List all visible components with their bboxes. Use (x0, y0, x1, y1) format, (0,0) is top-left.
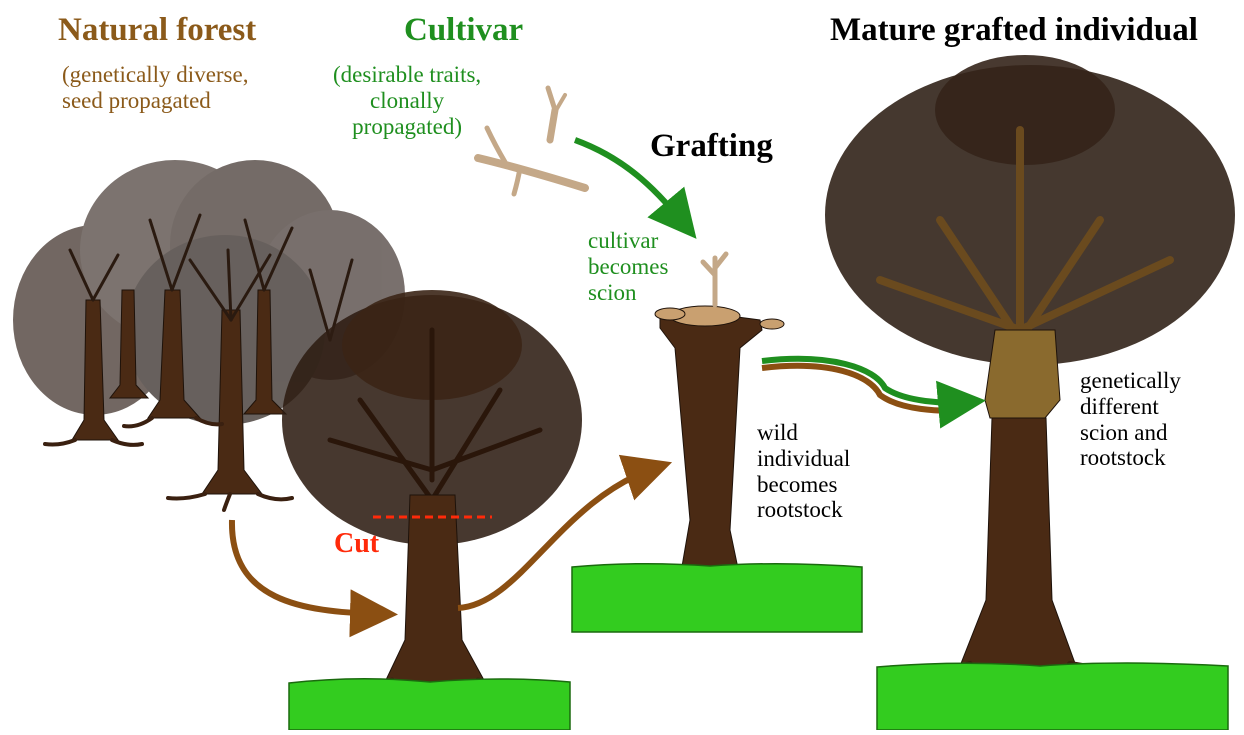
wild-tree (282, 290, 582, 712)
cut-label: Cut (334, 528, 379, 559)
scion-twig (703, 254, 726, 305)
arrow-stump-to-mature (762, 359, 968, 411)
grass-stump (572, 564, 862, 632)
grass-mature (877, 663, 1228, 730)
cultivar-desc: (desirable traits, clonally propagated) (333, 62, 481, 139)
natural-forest-title: Natural forest (58, 12, 256, 49)
scion-note: cultivar becomes scion (588, 228, 668, 305)
genetic-note: genetically different scion and rootstoc… (1080, 368, 1181, 471)
rootstock-note: wild individual becomes rootstock (757, 420, 850, 523)
grass-wild (289, 679, 570, 730)
grafting-label: Grafting (650, 128, 773, 165)
cultivar-twigs (478, 88, 585, 194)
natural-forest-desc: (genetically diverse, seed propagated (62, 62, 248, 114)
mature-title: Mature grafted individual (830, 12, 1198, 49)
cultivar-title: Cultivar (404, 12, 523, 49)
